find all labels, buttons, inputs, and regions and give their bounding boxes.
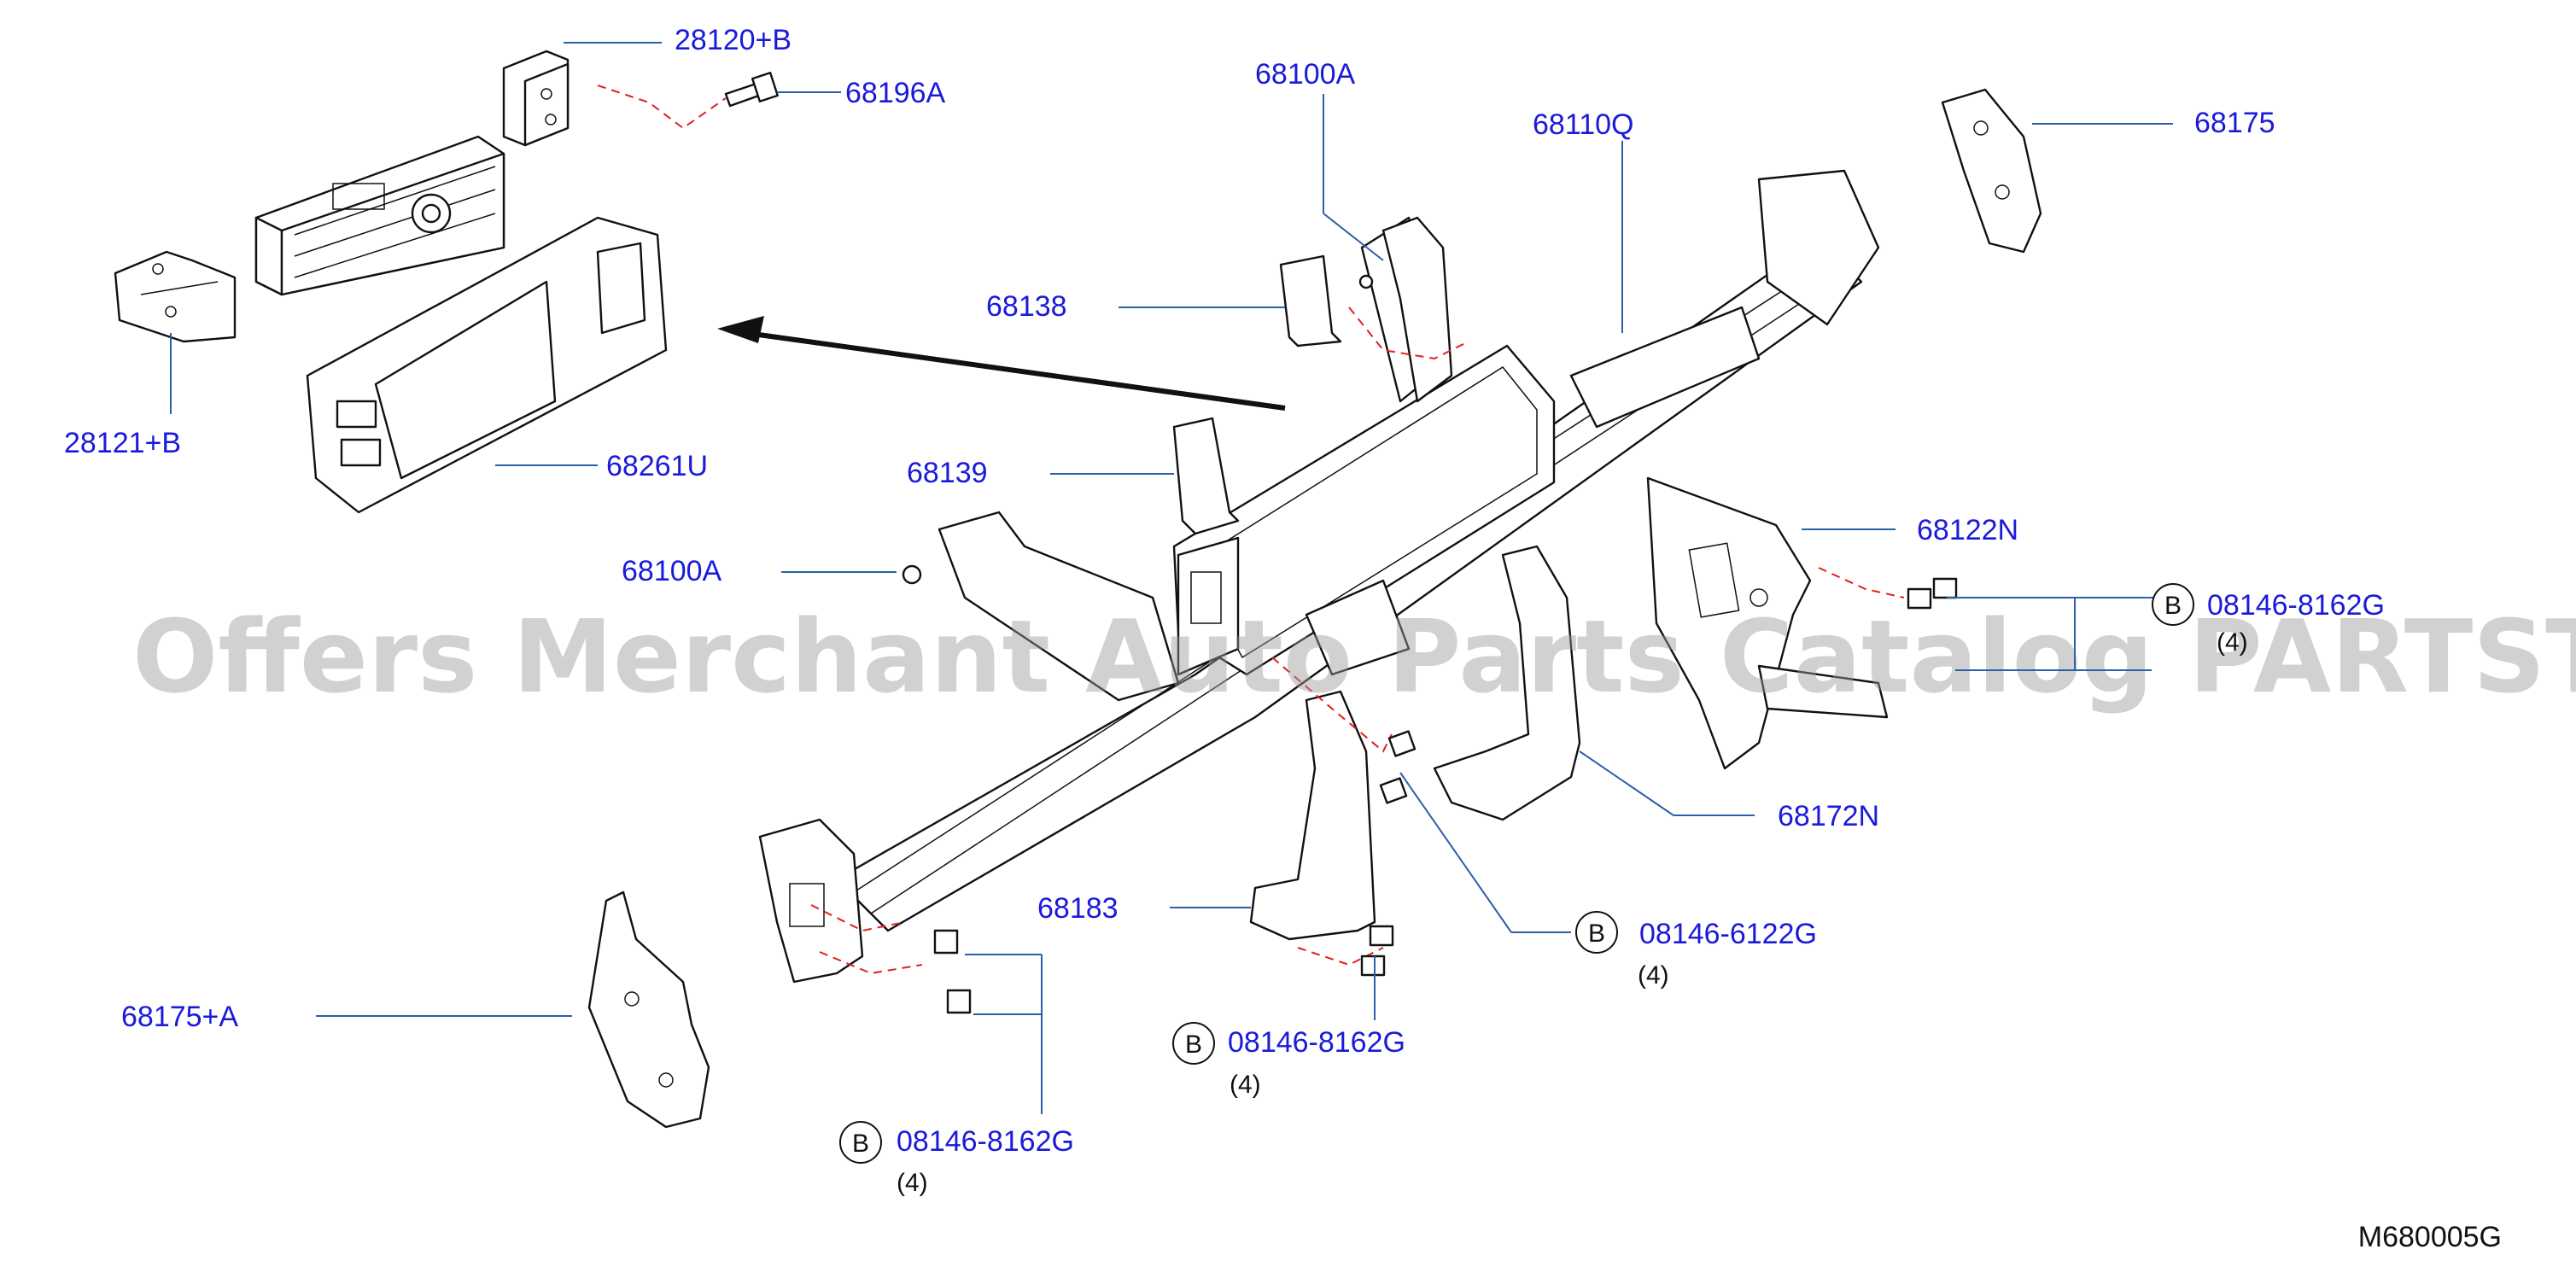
quantity-6122g: (4) xyxy=(1638,961,1669,990)
audio-unit-illustration xyxy=(254,135,505,296)
badge-b-center-text: B xyxy=(1185,1031,1202,1059)
direction-arrow xyxy=(717,316,1286,411)
badge-b-center: B xyxy=(1172,1022,1215,1065)
callout-08146-6122g[interactable]: 08146-6122G xyxy=(1639,918,1817,950)
bolts-8162g-center-illustration xyxy=(1360,925,1394,977)
callout-68110q[interactable]: 68110Q xyxy=(1533,108,1633,141)
badge-b-6122g-text: B xyxy=(1588,920,1605,948)
diagram-id: M680005G xyxy=(2358,1221,2502,1253)
stay-68183-illustration xyxy=(1249,690,1376,941)
callout-68139[interactable]: 68139 xyxy=(907,457,988,489)
callout-28121b[interactable]: 28121+B xyxy=(64,427,181,459)
steering-member-68110q-illustration xyxy=(835,169,1880,932)
bracket-28120-illustration xyxy=(502,50,570,147)
bracket-68175a-illustration xyxy=(587,890,710,1129)
bracket-68138-illustration xyxy=(1279,254,1342,347)
callout-68175a[interactable]: 68175+A xyxy=(121,1001,238,1033)
callout-28120b[interactable]: 28120+B xyxy=(675,24,791,56)
end-bracket-left-illustration xyxy=(758,818,864,984)
duct-68100a-illustration xyxy=(902,511,1180,702)
callout-68100a-top[interactable]: 68100A xyxy=(1255,58,1356,90)
callout-68175[interactable]: 68175 xyxy=(2194,107,2275,139)
bracket-28121-illustration xyxy=(114,250,237,343)
callout-68122n[interactable]: 68122N xyxy=(1917,514,2018,546)
cluster-lid-68261u-illustration xyxy=(306,216,668,514)
badge-b-bottom: B xyxy=(839,1121,882,1164)
quantity-right: (4) xyxy=(2217,628,2248,657)
callout-08146-8162g-bottom[interactable]: 08146-8162G xyxy=(897,1125,1074,1158)
callout-68100a-left[interactable]: 68100A xyxy=(622,555,722,587)
bracket-68122n-illustration xyxy=(1646,476,1889,770)
stay-68172n-illustration xyxy=(1433,545,1581,821)
duct-68100a-top-illustration xyxy=(1358,216,1453,403)
badge-b-bottom-text: B xyxy=(852,1130,869,1158)
bolt-68196a-illustration xyxy=(724,72,779,108)
callout-68261u[interactable]: 68261U xyxy=(606,450,708,482)
badge-b-6122g: B xyxy=(1575,911,1618,954)
bolts-8162g-bottom-illustration xyxy=(933,929,972,1014)
badge-b-right: B xyxy=(2152,583,2194,626)
quantity-bottom: (4) xyxy=(897,1169,928,1197)
callout-68196a[interactable]: 68196A xyxy=(845,77,946,109)
callout-68138[interactable]: 68138 xyxy=(986,290,1067,323)
badge-b-right-text: B xyxy=(2164,592,2182,620)
callout-08146-8162g-center[interactable]: 08146-8162G xyxy=(1228,1026,1405,1059)
callout-08146-8162g-right[interactable]: 08146-8162G xyxy=(2207,589,2385,622)
leader-lines xyxy=(170,42,2173,1114)
bracket-68139-illustration xyxy=(1172,417,1240,535)
callout-68172n[interactable]: 68172N xyxy=(1778,800,1879,832)
bolts-8162g-right-illustration xyxy=(1907,577,1958,610)
callout-68183[interactable]: 68183 xyxy=(1037,892,1119,925)
quantity-center: (4) xyxy=(1230,1071,1261,1099)
bracket-68175-illustration xyxy=(1941,88,2042,254)
bolts-6122g-illustration xyxy=(1379,730,1417,804)
